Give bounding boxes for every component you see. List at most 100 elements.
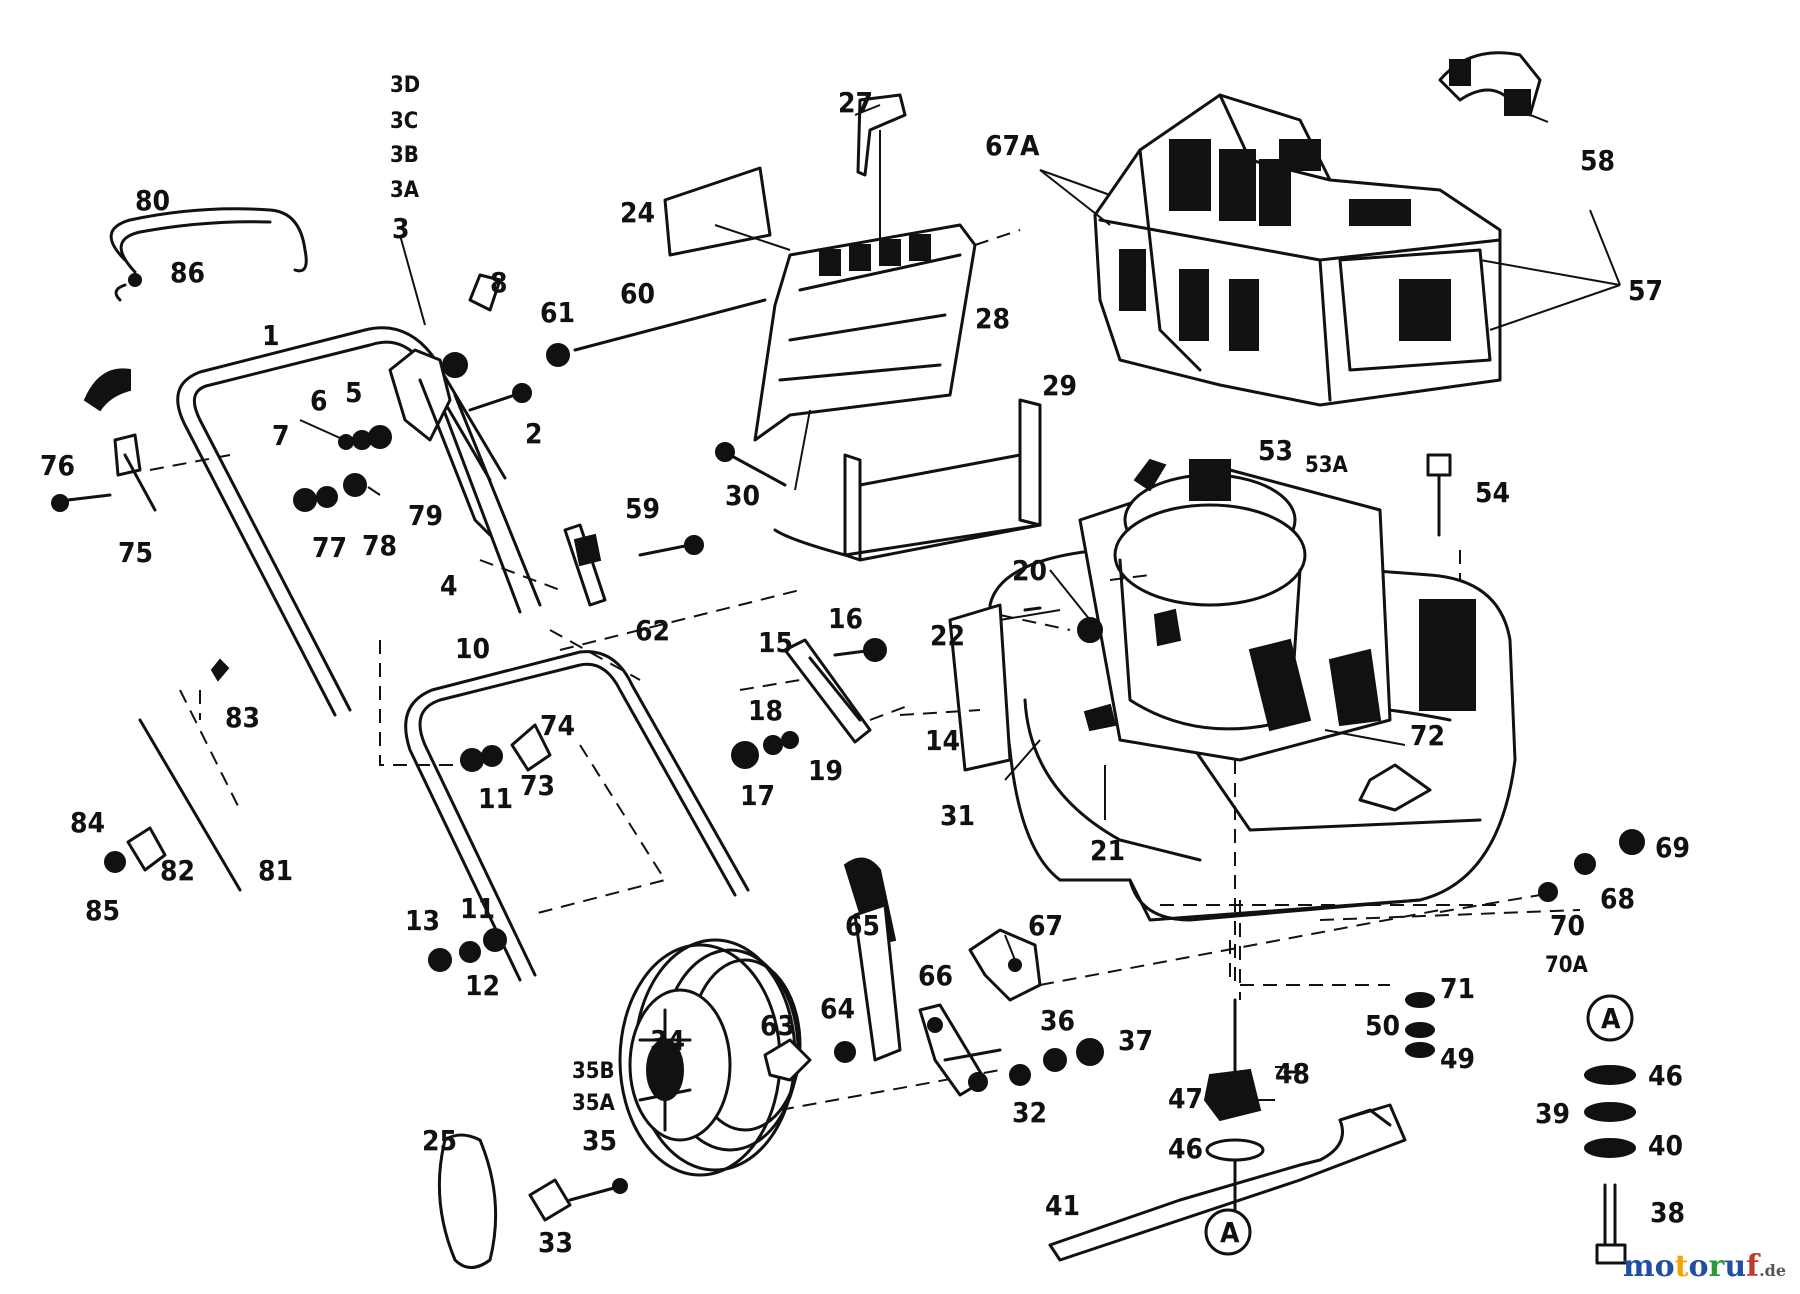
part-label: 3D: [390, 73, 420, 98]
part-label: 86: [170, 256, 205, 289]
part-label: 11: [460, 892, 495, 925]
part-label: 53: [1258, 434, 1293, 467]
part-label: 61: [540, 296, 575, 329]
rod: [573, 298, 767, 352]
part-label: 25: [422, 1124, 457, 1157]
part-label: 76: [40, 449, 75, 482]
part-label: 82: [160, 854, 195, 887]
part-label: 37: [1118, 1024, 1153, 1057]
screw: [468, 393, 517, 412]
engine-bolt: [1426, 453, 1452, 537]
part-label: 58: [1580, 144, 1615, 177]
part-label: 3B: [390, 143, 419, 168]
blade-hardware-stack: [1584, 1065, 1636, 1265]
cable-rod: [104, 658, 242, 892]
part-label: 78: [362, 529, 397, 562]
part-label: 4: [440, 569, 458, 602]
part-label: 36: [1040, 1004, 1075, 1037]
part-label: 47: [1168, 1082, 1203, 1115]
lever: [418, 378, 492, 537]
wheel: [618, 938, 802, 1177]
part-label: 75: [118, 536, 153, 569]
part-label: 7: [272, 419, 290, 452]
part-label: 59: [625, 492, 660, 525]
lower-handle: [404, 650, 750, 982]
hubcap-ring: [437, 1133, 498, 1269]
watermark-letter: r: [1708, 1249, 1725, 1284]
part-label: 16: [828, 602, 863, 635]
part-label: 53A: [1305, 453, 1349, 478]
part-label: 79: [408, 499, 443, 532]
part-label: 6: [310, 384, 328, 417]
mower-blade: [1048, 1103, 1407, 1262]
part-label: 64: [820, 992, 855, 1025]
axle-cap: [763, 1038, 812, 1082]
part-label: 80: [135, 184, 170, 217]
part-label: 54: [1475, 476, 1510, 509]
part-label: 20: [1012, 554, 1047, 587]
part-label: 27: [838, 86, 873, 119]
reference-marker-a: [1586, 994, 1634, 1042]
part-label: 69: [1655, 831, 1690, 864]
pivot-bracket: [563, 523, 704, 607]
part-label: 32: [1012, 1096, 1047, 1129]
latch: [856, 93, 907, 177]
part-label: 68: [1600, 882, 1635, 915]
watermark-letter: o: [1688, 1249, 1709, 1284]
part-label: 67: [1028, 909, 1063, 942]
part-label: 34: [650, 1024, 685, 1057]
part-label: 50: [1365, 1009, 1400, 1042]
part-label: 1: [262, 319, 280, 352]
watermark-logo: motoruf.de: [1623, 1249, 1786, 1284]
part-label: 60: [620, 277, 655, 310]
part-label: A: [1601, 1002, 1621, 1035]
wheel-adjust-plate: [783, 638, 887, 744]
part-label: 46: [1648, 1059, 1683, 1092]
part-label: 13: [405, 904, 440, 937]
part-label: 22: [930, 619, 965, 652]
part-label: 46: [1168, 1132, 1203, 1165]
part-label: 35: [582, 1124, 617, 1157]
part-label: 35B: [572, 1059, 615, 1084]
part-label: 84: [70, 806, 105, 839]
part-label: 62: [635, 614, 670, 647]
part-label: A: [1220, 1216, 1240, 1249]
part-label: 2: [525, 417, 543, 450]
part-label: 74: [540, 709, 575, 742]
part-label: 29: [1042, 369, 1077, 402]
part-label: 63: [760, 1009, 795, 1042]
part-label: 17: [740, 779, 775, 812]
part-label: 35A: [572, 1091, 616, 1116]
part-label: 21: [1090, 834, 1125, 867]
part-label: 48: [1275, 1057, 1310, 1090]
axle-bracket: [918, 1003, 1002, 1097]
part-label: 72: [1410, 719, 1445, 752]
label-plate: [663, 166, 772, 257]
part-label: 73: [520, 769, 555, 802]
catcher-handle: [1438, 51, 1542, 117]
part-label: 3C: [390, 109, 418, 134]
part-label: 70: [1550, 909, 1585, 942]
part-label: 11: [478, 782, 513, 815]
part-label: 28: [975, 302, 1010, 335]
part-label: 33: [538, 1226, 573, 1259]
part-label: 15: [758, 626, 793, 659]
part-label: 14: [925, 724, 960, 757]
deflector-bracket: [773, 398, 1042, 562]
part-label: 3: [392, 212, 410, 245]
part-label: 10: [455, 632, 490, 665]
part-label: 18: [748, 694, 783, 727]
part-label: 40: [1648, 1129, 1683, 1162]
part-label: 70A: [1545, 953, 1589, 978]
control-cable: [109, 207, 308, 302]
part-label: 81: [258, 854, 293, 887]
handle-knob: [51, 368, 157, 512]
part-label: 85: [85, 894, 120, 927]
engine: [1078, 458, 1476, 812]
part-label: 19: [808, 754, 843, 787]
watermark-letter: f: [1746, 1249, 1760, 1284]
wheel-bolt: [528, 1178, 628, 1222]
watermark-suffix: .de: [1759, 1261, 1786, 1280]
upper-handle: [176, 326, 542, 717]
